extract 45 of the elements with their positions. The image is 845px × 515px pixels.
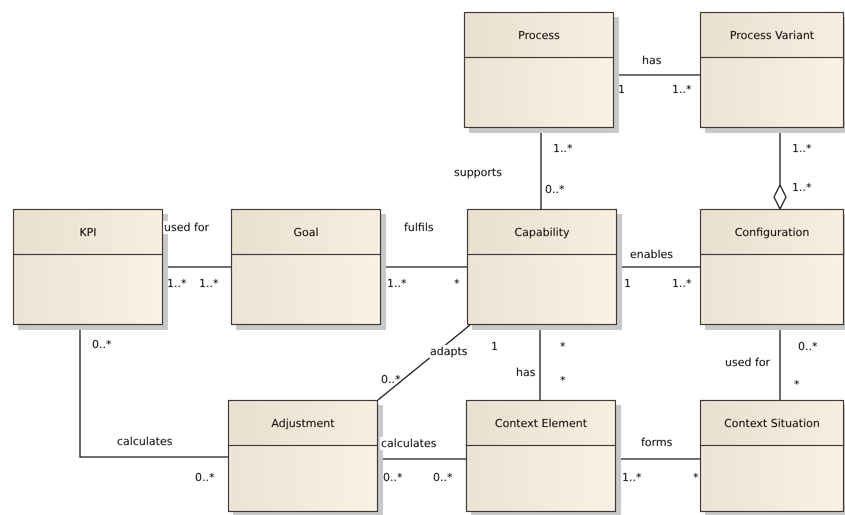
multiplicity-label: 0..* — [92, 338, 112, 351]
multiplicity-label: 1..* — [672, 83, 692, 96]
class-name-header: Context Element — [467, 401, 615, 446]
association-label: calculates — [380, 437, 438, 450]
multiplicity-label: 0..* — [545, 183, 564, 196]
association-label: has — [515, 366, 536, 379]
multiplicity-label: 0..* — [433, 471, 452, 484]
class-name-header: Context Situation — [701, 401, 843, 446]
multiplicity-label: 1..* — [672, 277, 692, 290]
association-label: fulfils — [403, 221, 435, 234]
multiplicity-label: 1..* — [387, 277, 406, 290]
class-name-header: Capability — [468, 210, 616, 255]
class-box — [700, 400, 844, 512]
association-label: has — [641, 54, 662, 67]
multiplicity-label: * — [794, 378, 800, 391]
multiplicity-label: 1 — [624, 277, 631, 290]
class-name-header: Adjustment — [229, 401, 377, 446]
multiplicity-label: 1 — [618, 83, 625, 96]
multiplicity-label: * — [560, 374, 566, 387]
multiplicity-label: 1..* — [622, 471, 642, 484]
multiplicity-label: 1..* — [792, 181, 812, 194]
multiplicity-label: 1 — [491, 340, 498, 353]
class-name-header: Process — [465, 13, 613, 58]
association-label: supports — [453, 166, 503, 179]
multiplicity-label: 0..* — [195, 471, 214, 484]
association-label: calculates — [116, 435, 174, 448]
multiplicity-label: 1..* — [199, 277, 218, 290]
multiplicity-label: * — [560, 340, 566, 353]
association-label: forms — [640, 436, 674, 449]
association-label: used for — [724, 356, 772, 369]
association-label: used for — [163, 221, 210, 234]
association-label: adapts — [429, 345, 468, 358]
multiplicity-label: * — [454, 277, 460, 290]
multiplicity-label: 1..* — [792, 142, 812, 155]
multiplicity-label: 0..* — [798, 340, 818, 353]
multiplicity-label: 0..* — [381, 373, 400, 386]
multiplicity-label: 1..* — [553, 142, 572, 155]
multiplicity-label: 1..* — [167, 277, 186, 290]
multiplicity-label: 0..* — [383, 471, 402, 484]
class-name-header: Goal — [232, 210, 380, 255]
class-name-header: KPI — [14, 210, 162, 255]
class-name-header: Process Variant — [701, 13, 843, 58]
multiplicity-label: * — [693, 471, 698, 484]
class-name-header: Configuration — [701, 210, 843, 255]
association-label: enables — [629, 248, 674, 261]
